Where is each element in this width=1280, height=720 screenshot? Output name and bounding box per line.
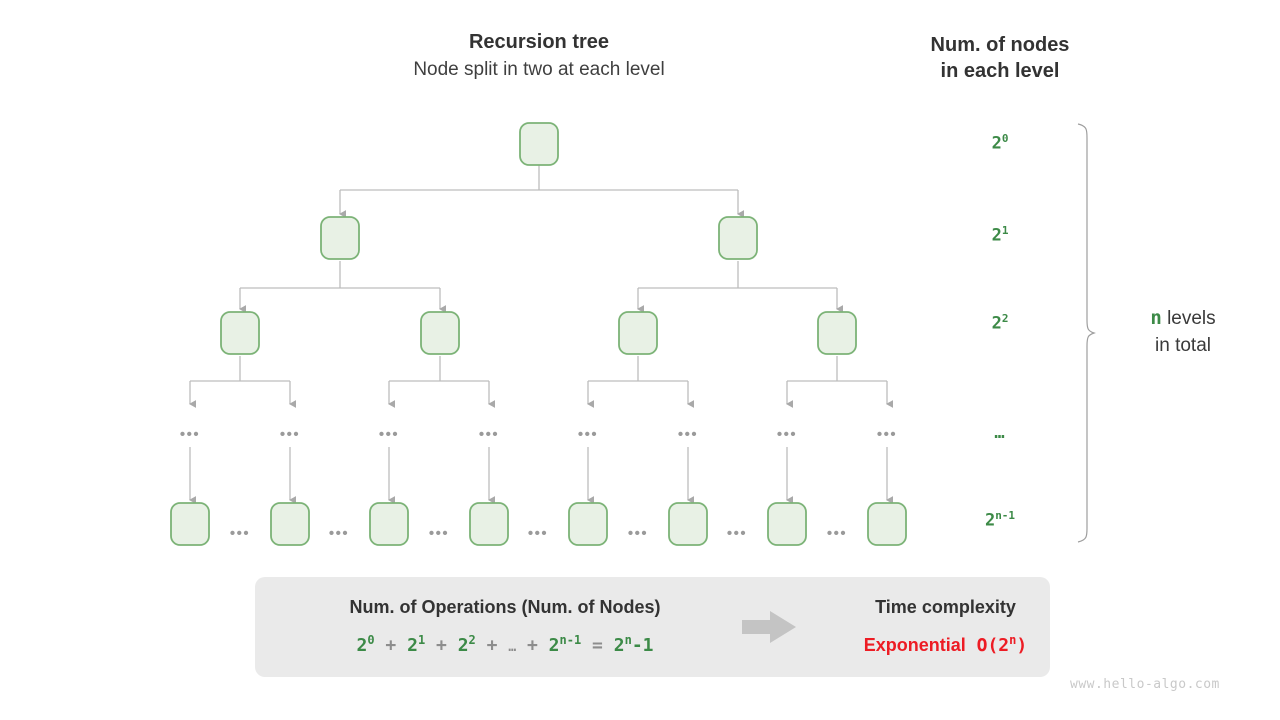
leaf-gap-ellipsis: •••: [627, 525, 649, 542]
page-title: Recursion tree: [468, 31, 610, 53]
leaf-gap-ellipsis: •••: [229, 525, 251, 542]
term-last: 2n-1: [548, 633, 582, 656]
tree-node: [220, 311, 260, 355]
tree-node: [170, 502, 210, 546]
tree-ellipsis: •••: [279, 426, 301, 443]
tree-node: [618, 311, 658, 355]
tree-nodes: [170, 122, 907, 546]
levels-variable: n: [1150, 307, 1162, 329]
formula-result: 2n-1: [613, 633, 654, 656]
plus-1: +: [385, 635, 397, 656]
summary-complexity: Exponential O(2n): [843, 623, 1048, 663]
levels-note-line1: n levels: [1098, 305, 1268, 332]
term-0: 20: [356, 633, 375, 656]
tree-node: [718, 216, 758, 260]
leaf-gap-ellipsis: •••: [428, 525, 450, 542]
summary-formula: 20 + 21 + 22 + … + 2n-1 = 2n-1: [255, 623, 755, 665]
complexity-notation: O(2n): [976, 633, 1028, 656]
leaf-gap-ellipsis: •••: [826, 525, 848, 542]
tree-ellipsis: •••: [876, 426, 898, 443]
tree-ellipsis: •••: [378, 426, 400, 443]
summary-right-heading: Time complexity: [875, 597, 1016, 617]
implies-arrow-icon: [742, 611, 796, 643]
leaf-gap-ellipsis: •••: [328, 525, 350, 542]
levels-brace: [1077, 123, 1096, 543]
tree-node: [767, 502, 807, 546]
tree-node: [519, 122, 559, 166]
tree-edges: [188, 165, 893, 504]
plus-4: +: [526, 635, 538, 656]
page-subtitle: Node split in two at each level: [413, 59, 665, 80]
tree-ellipsis: •••: [776, 426, 798, 443]
tree-node: [369, 502, 409, 546]
tree-title-block: Recursion tree Node split in two at each…: [339, 28, 739, 84]
term-2: 22: [457, 633, 476, 656]
tree-ellipsis: •••: [577, 426, 599, 443]
level-count-2: 22: [991, 312, 1009, 334]
tree-node: [668, 502, 708, 546]
tree-ellipsis: •••: [478, 426, 500, 443]
plus-3: +: [486, 635, 498, 656]
complexity-word: Exponential: [863, 635, 966, 655]
plus-2: +: [436, 635, 447, 656]
equals-sign: =: [592, 635, 603, 656]
levels-note-line2: in total: [1155, 335, 1211, 356]
tree-node: [817, 311, 857, 355]
levels-note-text: levels: [1161, 308, 1216, 329]
tree-ellipsis: •••: [677, 426, 699, 443]
tree-node: [270, 502, 310, 546]
node-count-title-block: Num. of nodes in each level: [880, 32, 1120, 84]
tree-node: [320, 216, 360, 260]
watermark: www.hello-algo.com: [1070, 677, 1220, 692]
level-count-0: 20: [991, 132, 1009, 154]
node-count-title-line2: in each level: [940, 60, 1060, 82]
leaf-gap-ellipsis: •••: [527, 525, 549, 542]
levels-in-total-note: n levels in total: [1098, 305, 1268, 359]
summary-left-heading: Num. of Operations (Num. of Nodes): [349, 597, 661, 617]
formula-ellipsis: …: [508, 640, 517, 655]
level-count-1: 21: [991, 224, 1009, 246]
summary-panel: Num. of Operations (Num. of Nodes) 20 + …: [255, 577, 1050, 677]
tree-node: [469, 502, 509, 546]
leaf-gap-ellipsis: •••: [726, 525, 748, 542]
summary-left: Num. of Operations (Num. of Nodes) 20 + …: [255, 591, 755, 665]
level-count-last: 2n-1: [984, 509, 1016, 531]
tree-node: [568, 502, 608, 546]
level-count-ellipsis: …: [994, 423, 1006, 443]
tree-node: [867, 502, 907, 546]
tree-node: [420, 311, 460, 355]
tree-ellipsis: •••: [179, 426, 201, 443]
summary-right: Time complexity Exponential O(2n): [843, 591, 1048, 663]
node-count-title-line1: Num. of nodes: [930, 34, 1070, 56]
term-1: 21: [407, 633, 426, 656]
